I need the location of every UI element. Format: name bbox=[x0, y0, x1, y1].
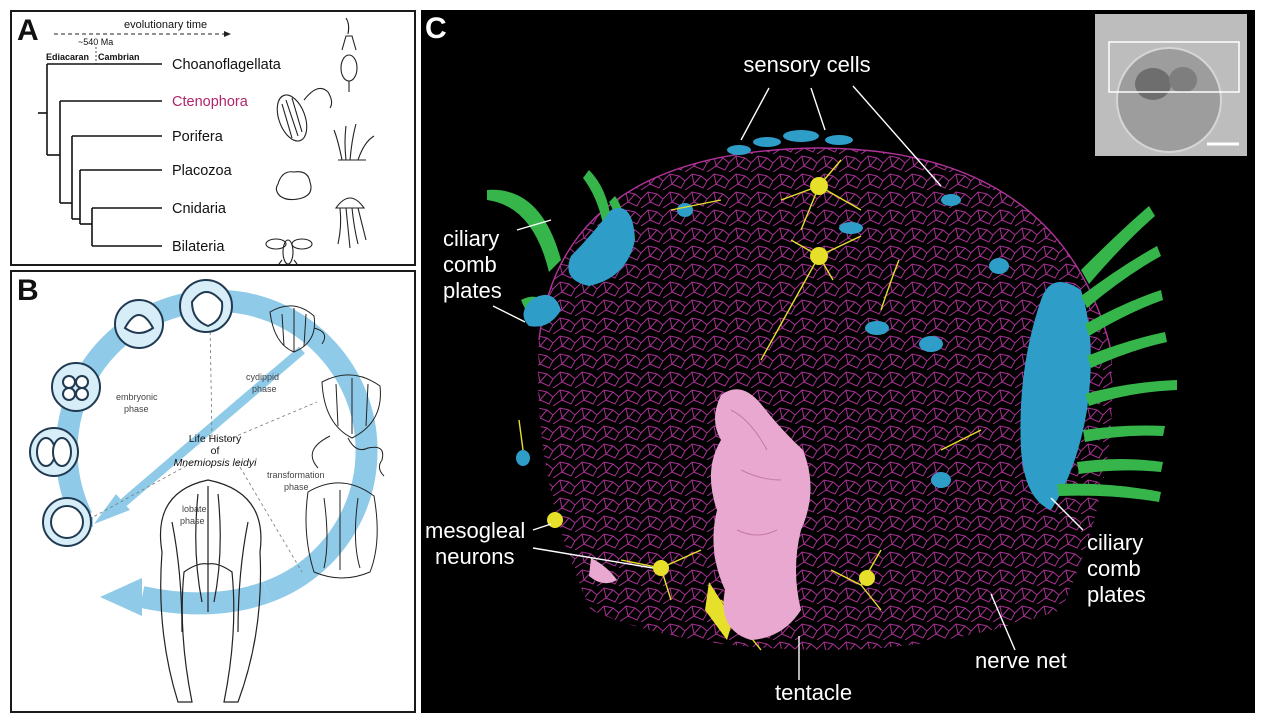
taxon-bilateria: Bilateria bbox=[172, 239, 225, 255]
cycle-arrowhead bbox=[100, 578, 142, 616]
left-comb-plates bbox=[487, 170, 635, 327]
sponge-drawing bbox=[333, 123, 375, 161]
label-ciliary-right-1: ciliary bbox=[1087, 530, 1143, 555]
panel-a-letter: A bbox=[17, 14, 39, 47]
panel-b-letter: B bbox=[17, 274, 39, 307]
leader-lines bbox=[492, 85, 1084, 680]
tree-branches bbox=[38, 63, 162, 247]
ctenophore-drawing bbox=[276, 87, 333, 142]
inset-roi-box bbox=[1108, 41, 1240, 93]
transformation-label-2: phase bbox=[284, 482, 309, 492]
placozoan-drawing bbox=[275, 171, 312, 201]
evolutionary-time-label: evolutionary time bbox=[124, 19, 207, 31]
label-ciliary-right-3: plates bbox=[1087, 582, 1146, 607]
life-history-species: Mnemiopsis leidyi bbox=[174, 457, 258, 469]
choanoflagellate-drawing bbox=[340, 17, 358, 92]
life-history-title-2: of bbox=[211, 445, 220, 457]
inset-photo bbox=[1095, 14, 1247, 156]
label-ciliary-left-3: plates bbox=[443, 278, 502, 303]
label-nerve-net: nerve net bbox=[975, 648, 1067, 673]
phylogeny-tree: evolutionary time ~540 Ma Ediacaran Camb… bbox=[38, 17, 375, 269]
cydippid-label-2: phase bbox=[252, 384, 277, 394]
label-ciliary-left-2: comb bbox=[443, 252, 497, 277]
label-ciliary-left-1: ciliary bbox=[443, 226, 499, 251]
taxon-ctenophora: Ctenophora bbox=[172, 94, 249, 110]
tentacle bbox=[589, 389, 811, 640]
panel-c-reconstruction: C bbox=[421, 10, 1255, 713]
panel-c-labels: sensory cells ciliary comb plates ciliar… bbox=[425, 52, 1146, 705]
panel-b-life-history: B bbox=[10, 270, 416, 713]
label-mesogleal-2: neurons bbox=[435, 544, 515, 569]
lobate-adult-drawing bbox=[159, 479, 262, 703]
life-history-title-1: Life History bbox=[189, 433, 242, 445]
lobate-label-2: phase bbox=[180, 516, 205, 526]
era-ediacaran: Ediacaran bbox=[46, 52, 89, 62]
embryo-stages bbox=[29, 279, 233, 547]
ctenophore-3d-reconstruction: sensory cells ciliary comb plates ciliar… bbox=[425, 14, 1247, 705]
taxon-choanoflagellata: Choanoflagellata bbox=[172, 57, 282, 73]
fly-drawing bbox=[265, 238, 313, 269]
panel-c-letter: C bbox=[425, 12, 447, 45]
embryonic-label-1: embryonic bbox=[116, 392, 158, 402]
larva-drawing bbox=[305, 482, 378, 579]
jellyfish-drawing bbox=[334, 197, 367, 249]
cydippid-drawing bbox=[269, 305, 326, 353]
sensory-cells bbox=[516, 130, 1009, 488]
cydippid-label-1: cydippid bbox=[246, 372, 279, 382]
label-ciliary-right-2: comb bbox=[1087, 556, 1141, 581]
diagonal-arrow bbox=[119, 346, 305, 508]
transformation-label-1: transformation bbox=[267, 470, 325, 480]
time-arrowhead bbox=[224, 31, 231, 37]
transformation-drawing bbox=[311, 374, 385, 477]
taxon-cnidaria: Cnidaria bbox=[172, 201, 227, 217]
life-cycle-diagram: embryonic phase cydippid phase transform… bbox=[29, 279, 385, 703]
mesogleal-neurons bbox=[547, 177, 875, 640]
ma-label: ~540 Ma bbox=[78, 37, 113, 47]
label-mesogleal-1: mesogleal bbox=[425, 518, 525, 543]
era-cambrian: Cambrian bbox=[98, 52, 140, 62]
taxon-porifera: Porifera bbox=[172, 129, 224, 145]
taxon-placozoa: Placozoa bbox=[172, 163, 233, 179]
guide-lines bbox=[83, 321, 318, 573]
right-comb-plates bbox=[1020, 206, 1177, 510]
panel-a-phylogeny: A evolutionary time ~540 Ma Ediacaran Ca… bbox=[10, 10, 416, 269]
lobate-label-1: lobate bbox=[182, 504, 207, 514]
label-sensory-cells: sensory cells bbox=[743, 52, 870, 77]
label-tentacle: tentacle bbox=[775, 680, 852, 705]
embryonic-label-2: phase bbox=[124, 404, 149, 414]
